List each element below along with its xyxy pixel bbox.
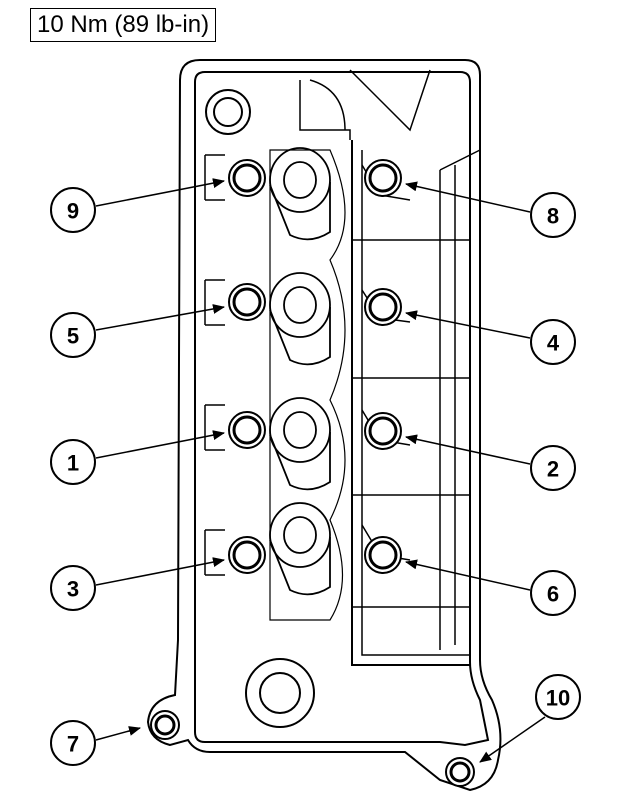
callout-6: 6 xyxy=(547,582,559,607)
cover-inner-outline xyxy=(194,71,490,747)
bolts xyxy=(150,159,475,787)
callout-3: 3 xyxy=(67,577,79,602)
callouts xyxy=(50,187,581,766)
callout-7: 7 xyxy=(67,732,79,757)
callout-8: 8 xyxy=(547,204,559,229)
plug-towers xyxy=(269,147,346,621)
callout-5: 5 xyxy=(67,324,79,349)
callout-4: 4 xyxy=(547,331,560,356)
callout-10: 10 xyxy=(546,686,570,711)
cover-outline xyxy=(146,59,502,792)
callout-9: 9 xyxy=(67,199,79,224)
callout-1: 1 xyxy=(67,451,79,476)
torque-spec-label: 10 Nm (89 lb-in) xyxy=(30,8,217,42)
callout-2: 2 xyxy=(547,457,559,482)
leader-lines xyxy=(95,178,546,763)
inner-channel xyxy=(351,140,470,666)
